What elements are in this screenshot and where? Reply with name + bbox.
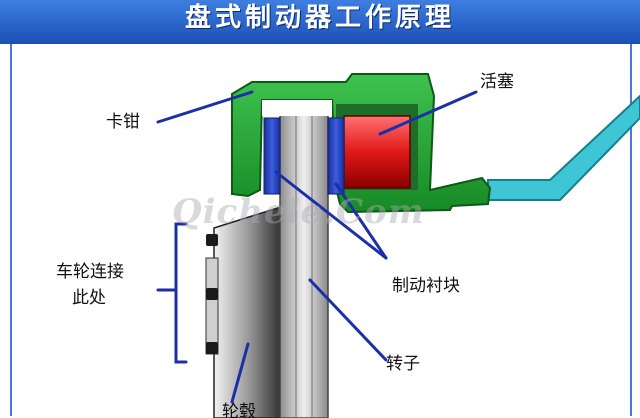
rotor-label: 转子 — [386, 354, 420, 374]
brake-pads-label: 制动衬块 — [392, 276, 460, 296]
piston-leader — [378, 90, 478, 136]
outer-brake-pad — [327, 117, 345, 195]
inner-brake-pad — [263, 117, 281, 195]
wheel-stud — [206, 234, 218, 246]
leader-lines — [156, 90, 478, 404]
pad-leader-left — [274, 170, 388, 260]
hub-label: 轮毂 — [222, 402, 256, 418]
title-bar: 盘式制动器工作原理 — [0, 0, 640, 44]
pad-leader-right — [334, 182, 388, 260]
wheel-connection-bracket — [174, 222, 188, 364]
wheel-studs — [206, 234, 218, 354]
site-watermark: Qichele.Com — [172, 192, 425, 232]
caliper-leader — [156, 90, 254, 124]
caliper-label: 卡钳 — [106, 112, 140, 132]
rotor-leader — [308, 278, 388, 362]
hub-leader — [230, 342, 250, 404]
brake-rotor — [279, 103, 329, 418]
wheel-connection-label-line2: 此处 — [72, 288, 106, 308]
wheel-stud — [206, 288, 218, 300]
diagram-title: 盘式制动器工作原理 — [184, 2, 455, 33]
wheel-hub — [205, 202, 291, 418]
hydraulic-line — [487, 94, 640, 201]
wheel-stud — [206, 342, 218, 354]
brake-pads — [263, 117, 345, 195]
piston-label: 活塞 — [480, 72, 514, 92]
wheel-connection-label-line1: 车轮连接 — [56, 262, 124, 282]
